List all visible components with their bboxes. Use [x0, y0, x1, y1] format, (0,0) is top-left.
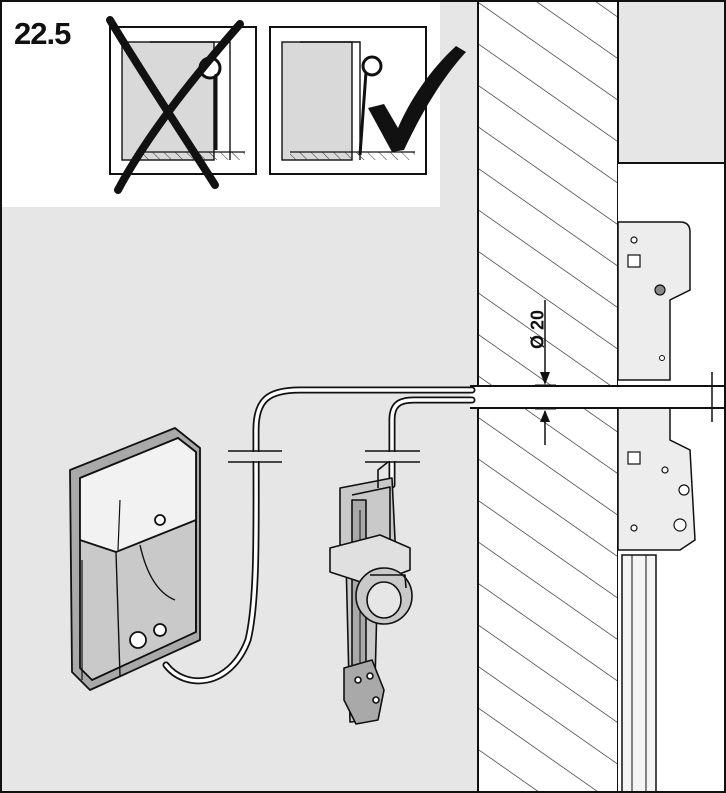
step-number: 22.5	[14, 16, 71, 51]
correct-installation-box	[269, 26, 466, 175]
wrong-installation-box	[106, 16, 257, 194]
check-mark-icon	[368, 46, 466, 152]
release-handle-assembly	[329, 461, 413, 725]
control-cable	[162, 386, 476, 685]
diameter-dimension-arrows	[535, 300, 556, 445]
cable-break-marks	[228, 450, 420, 463]
control-unit	[69, 427, 201, 691]
cross-mark-icon	[106, 16, 244, 194]
conduit-tube	[470, 372, 726, 422]
door-frame	[617, 162, 726, 793]
diameter-label: Ø 20	[527, 309, 548, 349]
